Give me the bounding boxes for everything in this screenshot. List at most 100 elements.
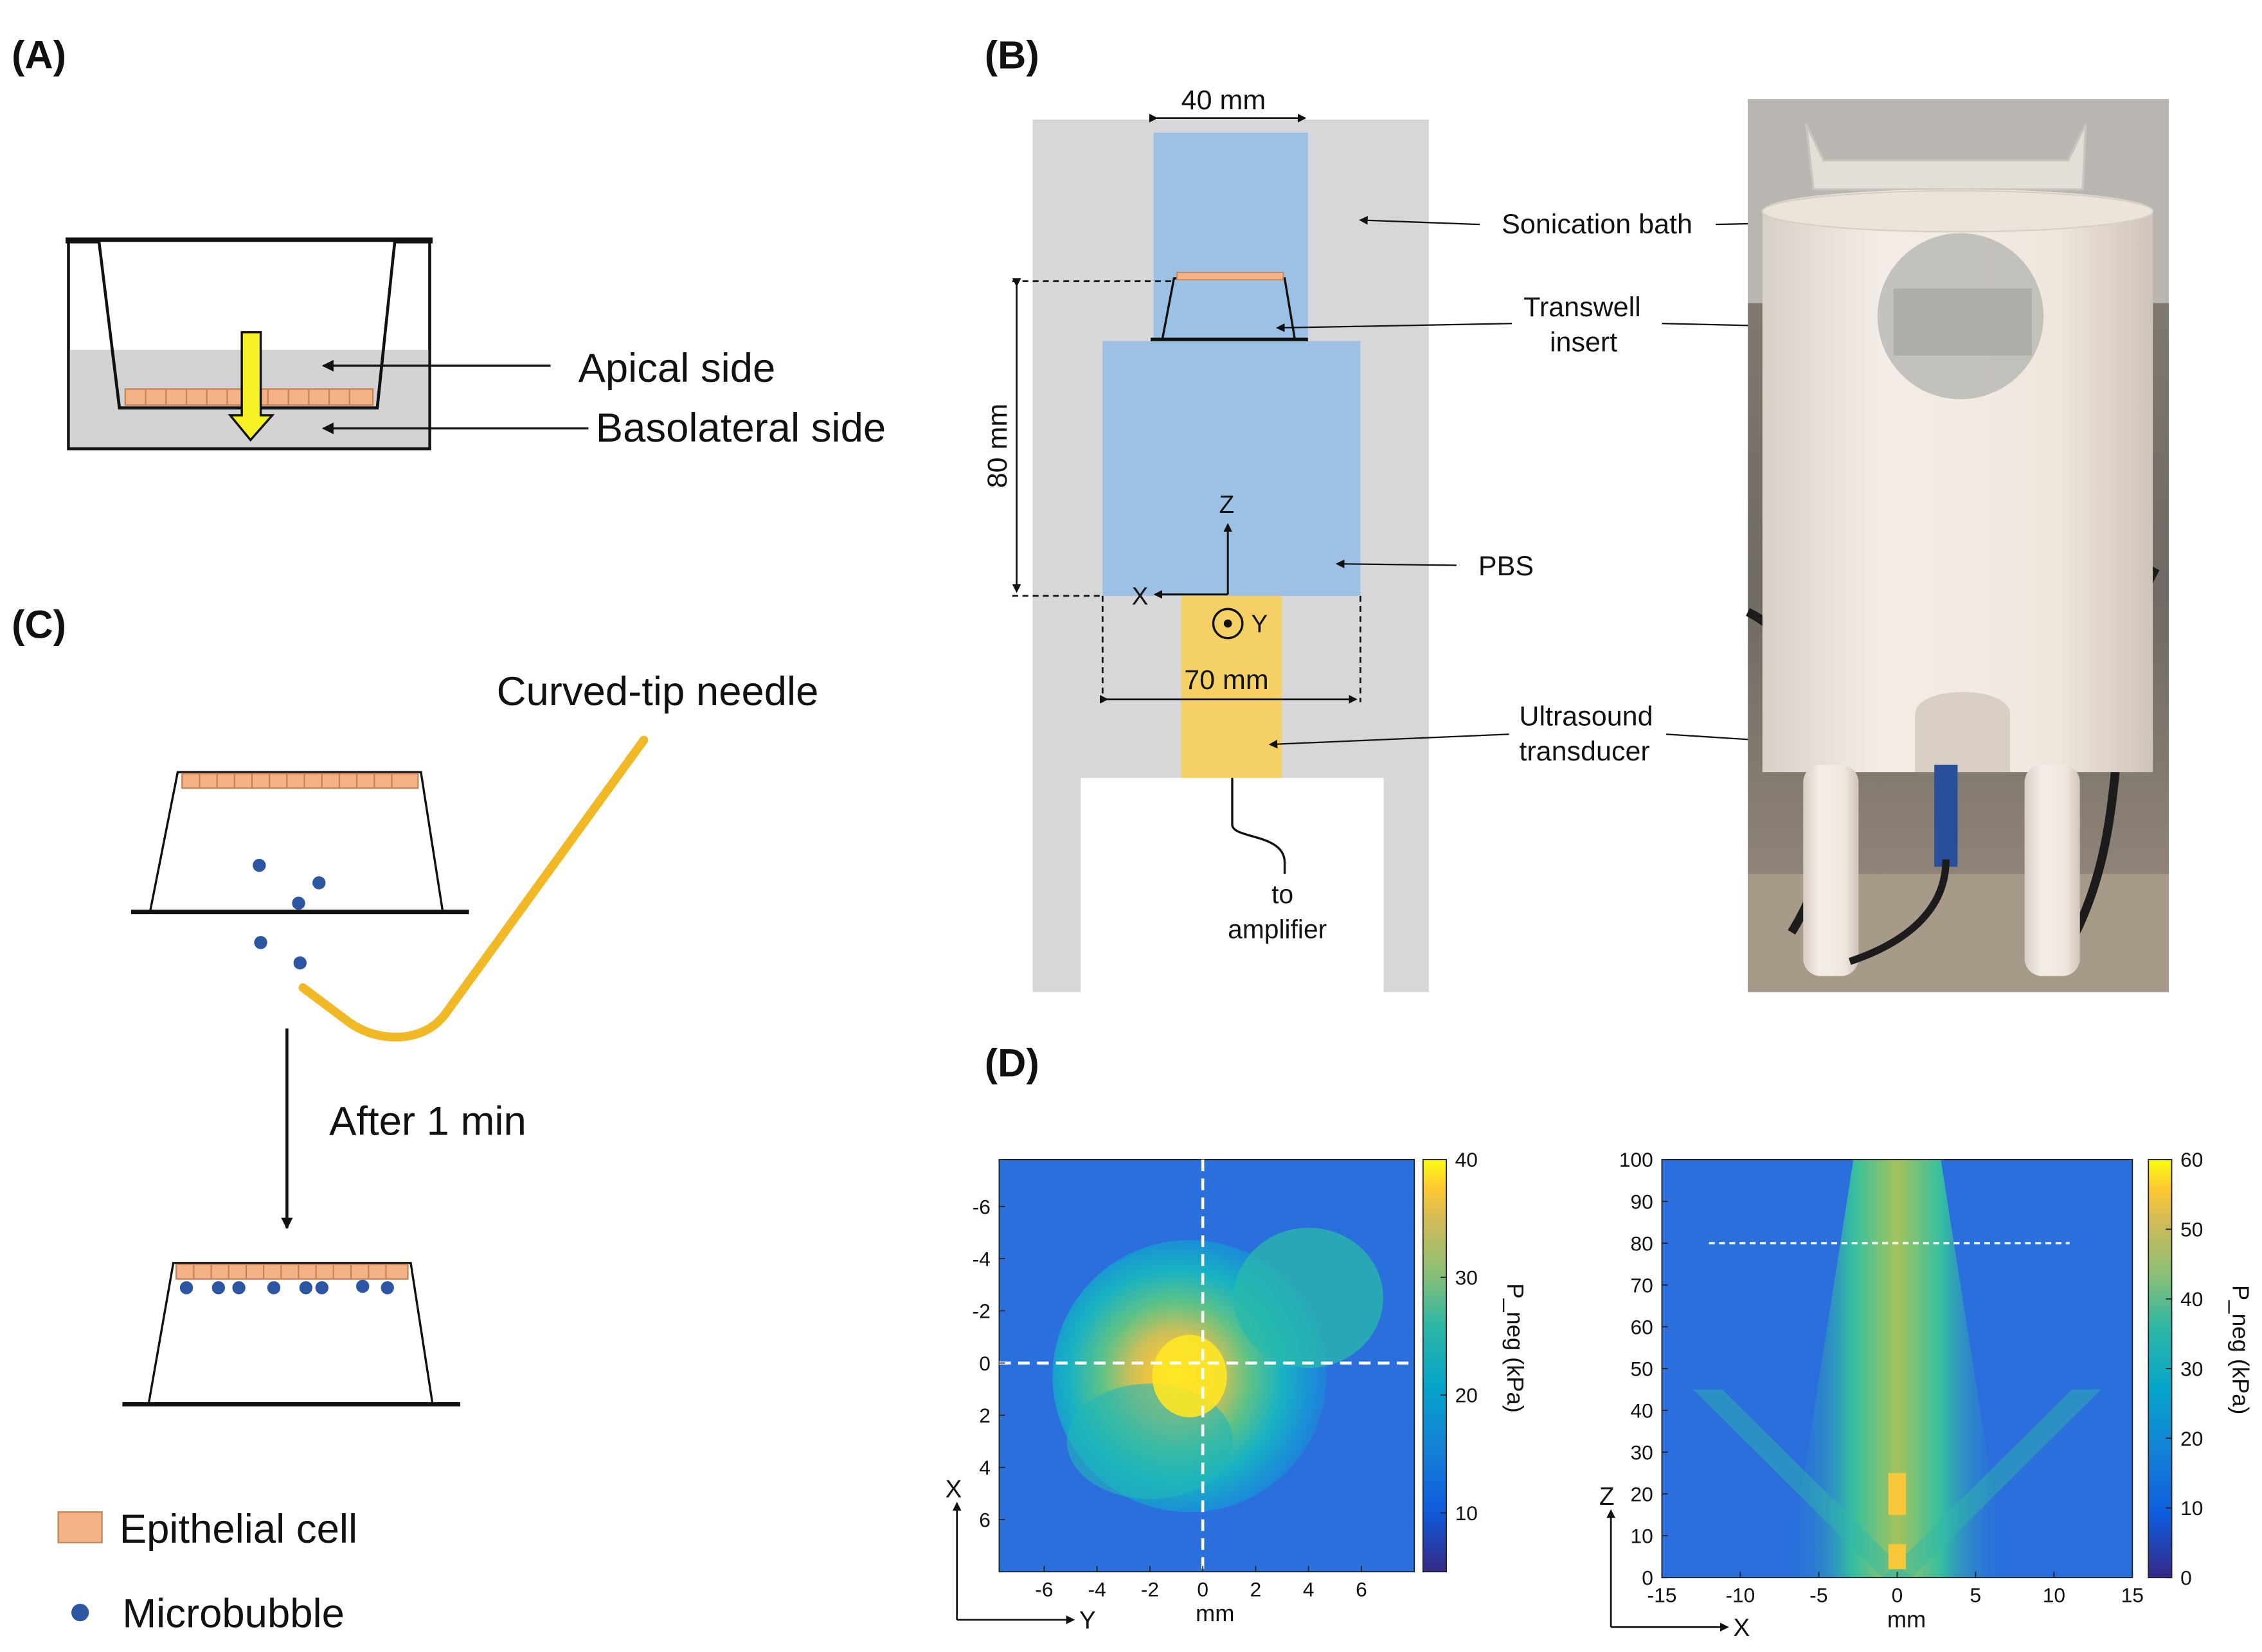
x-tick-label: 15 <box>2121 1584 2144 1607</box>
y-tick-label: 4 <box>979 1456 991 1479</box>
transwell-label-2: insert <box>1550 327 1617 357</box>
colorbar-label: P_neg (kPa) <box>2228 1285 2254 1414</box>
x-tick-label: 10 <box>2043 1584 2065 1607</box>
transwell-insert-c-bottom <box>147 1262 434 1405</box>
flow-arrow <box>228 331 275 442</box>
near-field-hotspot <box>1888 1544 1906 1570</box>
y-tick-label: 80 <box>1631 1232 1653 1255</box>
beam-main <box>1788 1159 2007 1578</box>
upper-water <box>1153 132 1308 343</box>
colorbar-tick-label: 0 <box>2180 1567 2192 1590</box>
axis-y-label: Y <box>1251 611 1268 638</box>
pbs-chamber <box>1102 341 1361 596</box>
ultrasound-transducer-schematic <box>1181 595 1282 778</box>
after-label: After 1 min <box>329 1099 526 1144</box>
axis-arrow-label: Z <box>1599 1483 1615 1511</box>
amplifier-cable <box>1231 778 1286 874</box>
x-tick-label: 5 <box>1970 1584 1982 1607</box>
colorbar-tick-label: 10 <box>2180 1496 2203 1520</box>
x-tick-label: 4 <box>1303 1578 1315 1601</box>
colorbar-tick-label: 20 <box>1455 1384 1478 1407</box>
needle-label: Curved-tip needle <box>497 669 819 714</box>
colorbar-tick-label: 30 <box>1455 1266 1478 1289</box>
x-tick-label: 0 <box>1892 1584 1903 1607</box>
panel-c: (C) Curved-tip needle After 1 min <box>12 603 819 1406</box>
dim-70mm: 70 mm <box>1184 665 1269 696</box>
curved-tip-needle <box>298 735 649 1042</box>
panel-b: (B) 40 mm 80 mm 70 mm Z X Y to amplifi <box>982 33 2169 992</box>
dim-40mm: 40 mm <box>1181 85 1266 116</box>
y-tick-label: 50 <box>1631 1357 1653 1380</box>
y-tick-label: 60 <box>1631 1315 1653 1338</box>
y-tick-label: 6 <box>979 1508 991 1531</box>
dim-80mm: 80 mm <box>982 404 1013 489</box>
cell-layer-c2 <box>175 1263 409 1280</box>
y-tick-label: -6 <box>973 1195 991 1218</box>
colorbar <box>1422 1158 1447 1573</box>
colorbar-tick-label: 60 <box>2180 1148 2203 1171</box>
y-tick-label: 2 <box>979 1404 991 1427</box>
y-tick-label: 10 <box>1631 1525 1653 1548</box>
microbubbles-after <box>179 1279 394 1295</box>
x-tick-label: -6 <box>1035 1578 1053 1601</box>
y-tick-label: 90 <box>1631 1190 1653 1213</box>
y-tick-label: 0 <box>1642 1567 1653 1590</box>
y-tick-label: 20 <box>1631 1482 1653 1505</box>
y-tick-label: 0 <box>979 1352 991 1375</box>
side-lobe <box>1693 1389 1912 1578</box>
x-tick-label: -4 <box>1088 1578 1106 1601</box>
y-tick-label: 70 <box>1631 1273 1653 1297</box>
x-tick-label: -10 <box>1725 1584 1755 1607</box>
legend-cell-swatch <box>57 1511 103 1543</box>
colorbar-label: P_neg (kPa) <box>1502 1283 1529 1413</box>
transwell-insert-c-top <box>148 771 444 913</box>
y-tick-label: 40 <box>1631 1399 1653 1422</box>
legend-microbubble-label: Microbubble <box>122 1591 345 1636</box>
x-axis-label: mm <box>1887 1606 1926 1632</box>
y-tick-label: -2 <box>973 1300 991 1323</box>
axis-arrow-label: X <box>1733 1614 1750 1642</box>
x-tick-label: 0 <box>1197 1578 1208 1601</box>
apical-side-label: Apical side <box>579 346 776 391</box>
panel-a: (A) Apical side Basolateral side <box>12 33 886 451</box>
axis-x-label: X <box>1132 583 1149 611</box>
legend: Epithelial cell Microbubble <box>57 1507 357 1636</box>
legend-bubble-swatch <box>71 1604 89 1622</box>
axis-arrow-label: X <box>946 1476 962 1504</box>
colorbar-tick-label: 40 <box>2180 1288 2203 1311</box>
x-tick-label: 6 <box>1356 1578 1367 1601</box>
to-label: to <box>1271 879 1293 909</box>
plot-border <box>998 1158 1415 1573</box>
colorbar-tick-label: 10 <box>1455 1502 1478 1525</box>
x-tick-label: -2 <box>1141 1578 1159 1601</box>
ultrasound-label-2: transducer <box>1519 736 1649 767</box>
near-field-hotspot <box>1888 1473 1906 1515</box>
transwell-label-1: Transwell <box>1523 292 1641 323</box>
microbubbles-before <box>253 858 326 970</box>
panel-b-label: (B) <box>985 33 1039 77</box>
panel-c-label: (C) <box>12 603 66 647</box>
panel-d-label: (D) <box>985 1041 1039 1085</box>
axis-arrow-label: Y <box>1079 1607 1096 1635</box>
colorbar-tick-label: 50 <box>2180 1218 2203 1241</box>
pbs-label: PBS <box>1478 551 1534 582</box>
x-axis-label: mm <box>1196 1600 1234 1626</box>
panel-a-label: (A) <box>12 33 66 77</box>
ultrasound-label-1: Ultrasound <box>1519 701 1653 732</box>
basolateral-side-label: Basolateral side <box>596 406 886 451</box>
y-tick-label: 100 <box>1619 1148 1653 1171</box>
pressure-peak <box>1152 1334 1227 1417</box>
legend-epithelial-label: Epithelial cell <box>120 1507 357 1552</box>
axis-y-symbol <box>1212 607 1244 640</box>
y-tick-label: -4 <box>973 1247 991 1270</box>
axis-z-label: Z <box>1219 491 1235 519</box>
x-tick-label: -15 <box>1647 1584 1677 1607</box>
side-lobe <box>1882 1389 2101 1578</box>
x-tick-label: -5 <box>1809 1584 1827 1607</box>
x-tick-label: 2 <box>1250 1578 1262 1601</box>
bath-photo <box>1746 99 2169 992</box>
